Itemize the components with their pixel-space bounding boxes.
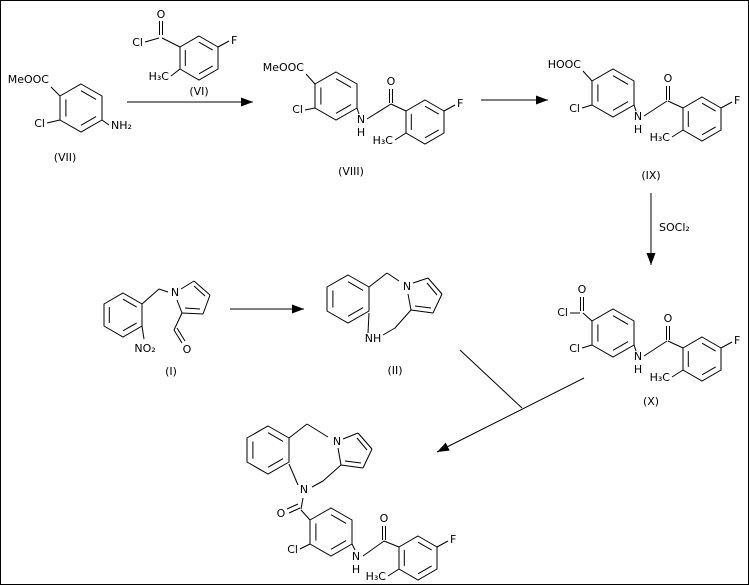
vii-ester-label: MeOOC: [8, 73, 50, 86]
benzene-ring: [314, 71, 358, 121]
compound-x-bonds: [570, 297, 733, 378]
vi-fluoro-label: F: [231, 34, 237, 47]
x-acyl-chloride-label: Cl: [557, 306, 568, 319]
ix-chloro-label: Cl: [569, 102, 580, 115]
product-amide-n-label: N: [352, 550, 360, 563]
convergence-line-from-ii: [459, 349, 523, 409]
vi-carbonyl-o-label: O: [157, 8, 166, 21]
benzene-ring: [398, 535, 438, 581]
i-nitro-label: NO₂: [134, 342, 155, 355]
ix-methyl-label: H₃C: [650, 131, 671, 144]
benzene-ring: [326, 274, 370, 324]
benzene-ring: [405, 99, 445, 145]
benzene-ring: [682, 336, 722, 382]
socl2-reagent-label: SOCl₂: [659, 221, 690, 234]
x-methyl-label: H₃C: [650, 371, 671, 384]
compound-x: O Cl Cl N H O F H₃C (X): [557, 283, 740, 408]
ix-acid-label: HOOC: [548, 58, 582, 71]
ix-carbonyl-o-label: O: [664, 72, 673, 85]
product-methyl-label: H₃C: [366, 570, 387, 583]
i-id-label: (I): [165, 365, 177, 378]
product-carbonyl-o-label: O: [380, 512, 389, 525]
ix-amide-n-label: N: [634, 110, 642, 123]
compound-ix-bonds: [581, 70, 733, 138]
vi-methyl-label: H₃C: [149, 70, 170, 83]
vi-acyl-chloride-label: Cl: [132, 36, 143, 49]
product-chloro-label: Cl: [287, 543, 298, 556]
ix-fluoro-label: F: [734, 94, 740, 107]
viii-fluoro-label: F: [457, 97, 463, 110]
viii-ester-label: MeOOC: [263, 61, 305, 74]
benzene-ring: [246, 425, 290, 475]
benzene-ring: [682, 96, 722, 142]
benzene-ring: [591, 68, 635, 118]
ii-pyrrole-n-label: N: [403, 280, 411, 293]
vii-id-label: (VII): [54, 151, 77, 164]
viii-methyl-label: H₃C: [373, 134, 394, 147]
viii-id-label: (VIII): [338, 165, 364, 178]
ii-amine-label: NH: [365, 332, 382, 345]
compound-product-bonds: [286, 423, 449, 577]
x-amide-h-label: H: [634, 363, 642, 376]
benzene-ring: [179, 35, 219, 81]
viii-chloro-label: Cl: [292, 103, 303, 116]
x-amide-n-label: N: [634, 350, 642, 363]
i-pyrrole-n-label: N: [171, 286, 179, 299]
viii-amide-n-label: N: [357, 113, 365, 126]
product-pyrrole-n-label: N: [333, 435, 341, 448]
compound-viii: MeOOC Cl N H O F H₃C (VIII): [263, 61, 464, 178]
ix-amide-h-label: H: [634, 123, 642, 136]
vi-id-label: (VI): [189, 85, 208, 98]
x-fluoro-label: F: [734, 334, 740, 347]
benzene-ring: [59, 83, 103, 133]
x-carbonyl-o-label: O: [664, 312, 673, 325]
i-aldehyde-o-label: O: [183, 343, 192, 356]
product-diazepine-n-label: N: [300, 483, 308, 496]
arrow-to-product: [436, 377, 585, 453]
product-amide-h-label: H: [352, 563, 360, 576]
compound-vi-bonds: [144, 21, 230, 77]
benzene-ring: [103, 292, 143, 338]
vii-amine-label: NH₂: [111, 119, 132, 132]
compound-ix: HOOC Cl N H O F H₃C (IX): [548, 58, 741, 182]
product-acyl-o-label: O: [277, 507, 286, 520]
compound-vii: MeOOC Cl NH₂ (VII): [8, 73, 132, 164]
vii-chloro-label: Cl: [34, 117, 45, 130]
benzene-ring: [591, 308, 635, 358]
x-chloro-label: Cl: [569, 342, 580, 355]
viii-amide-h-label: H: [357, 126, 365, 139]
compound-i: NO₂ N O (I): [103, 280, 211, 378]
compound-product: N N O Cl N H O F H₃C: [246, 423, 456, 583]
benzene-ring: [309, 507, 353, 557]
compound-ii: N NH (II): [326, 272, 443, 377]
product-fluoro-label: F: [450, 533, 456, 546]
ii-id-label: (II): [387, 364, 402, 377]
compound-vi: O Cl F H₃C (VI): [132, 8, 237, 98]
ix-id-label: (IX): [641, 169, 660, 182]
viii-carbonyl-o-label: O: [387, 75, 396, 88]
compound-i-bonds: [141, 280, 211, 344]
compound-ii-bonds: [367, 272, 443, 336]
compound-viii-bonds: [304, 73, 456, 141]
x-id-label: (X): [643, 395, 659, 408]
x-acyl-o-label: O: [578, 283, 587, 296]
compound-vii-bonds: [46, 86, 110, 126]
